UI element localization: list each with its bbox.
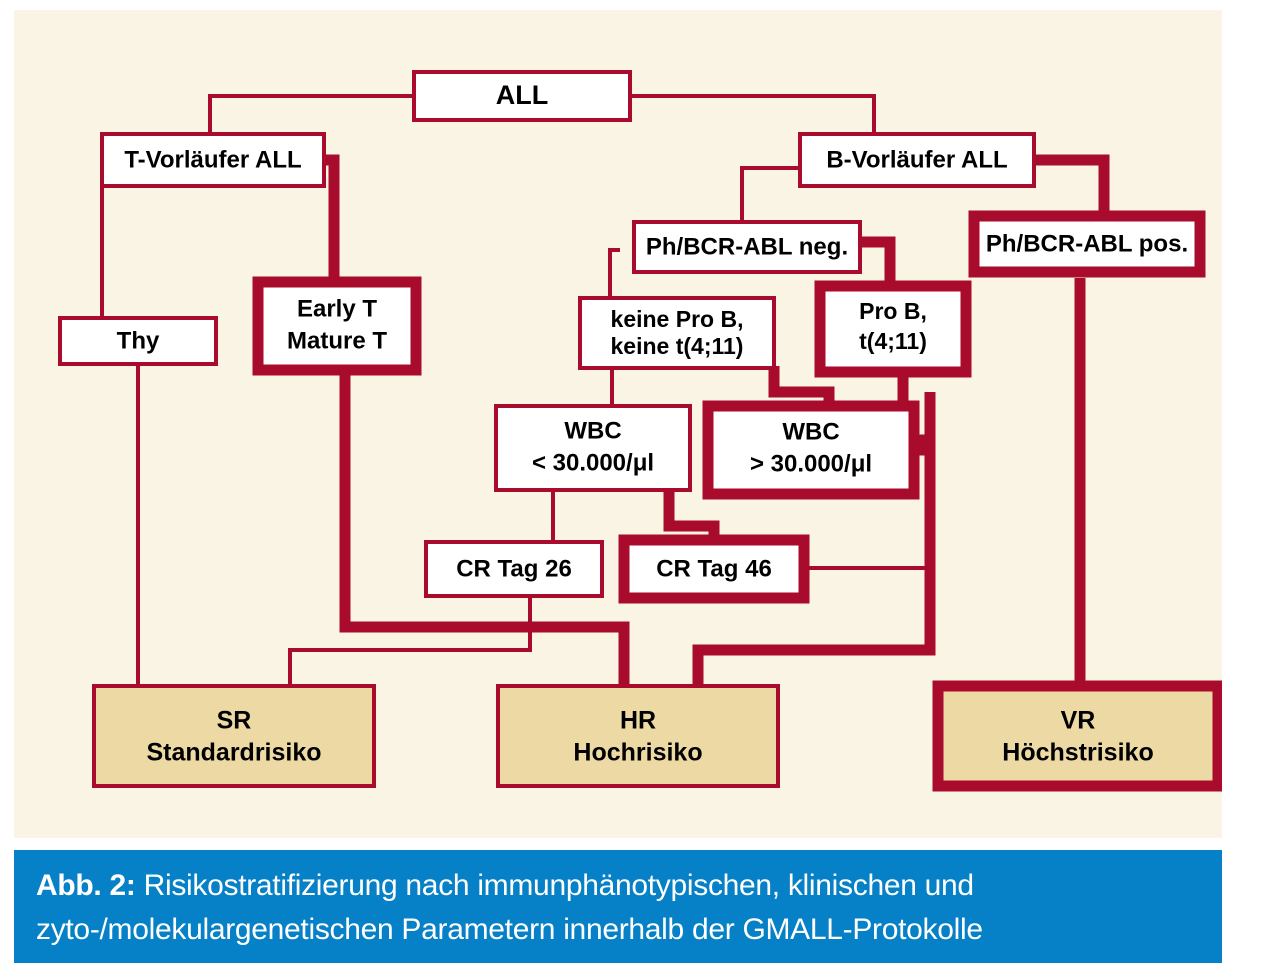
node-sr-box	[92, 684, 376, 788]
edge-all-to-t-precursor	[208, 94, 414, 134]
edge-ph-neg-to-pro-b	[860, 236, 896, 286]
node-early-mature-t-box	[252, 276, 422, 376]
node-cr-tag-46-label: CR Tag 46	[656, 555, 772, 582]
flowchart-panel: ALL T-Vorläufer ALL B-Vorläufer ALL Ph/B…	[14, 10, 1222, 838]
node-no-pro-b-line2: keine t(4;11)	[611, 333, 744, 359]
node-wbc-low[interactable]: WBC < 30.000/μl	[494, 404, 692, 492]
edge-right-bus-to-hr	[692, 392, 936, 686]
node-no-pro-b[interactable]: keine Pro B, keine t(4;11)	[578, 296, 776, 370]
node-mature-t-label: Mature T	[287, 327, 387, 354]
caption-line-1: Abb. 2: Risikostratifizierung nach immun…	[36, 864, 1200, 908]
node-wbc-low-line2: < 30.000/μl	[532, 449, 654, 476]
node-sr-code: SR	[217, 707, 252, 735]
edge-b-precursor-to-ph-neg	[740, 166, 814, 222]
node-t-precursor-box	[100, 132, 326, 188]
node-all-label: ALL	[496, 80, 548, 110]
node-wbc-low-line1: WBC	[564, 417, 621, 444]
node-all-box	[412, 70, 632, 122]
node-all[interactable]: ALL	[412, 70, 632, 122]
caption-text-line-1: Risikostratifizierung nach immunphänotyp…	[143, 869, 974, 902]
node-pro-b[interactable]: Pro B, t(4;11)	[814, 280, 972, 378]
node-sr[interactable]: SR Standardrisiko	[92, 684, 376, 788]
node-hr-box	[496, 684, 780, 788]
edge-no-pro-b-to-wbc-high	[768, 366, 835, 406]
node-ph-neg-box	[632, 220, 862, 274]
flowchart-svg: ALL T-Vorläufer ALL B-Vorläufer ALL Ph/B…	[58, 70, 1222, 792]
edge-b-precursor-to-ph-pos	[1034, 154, 1110, 216]
node-no-pro-b-box	[578, 296, 776, 370]
node-b-precursor-label: B-Vorläufer ALL	[826, 146, 1007, 173]
caption-line-2: zyto-/molekulargenetischen Parametern in…	[36, 913, 983, 946]
edge-ph-neg-to-no-pro-b	[608, 248, 620, 298]
node-pro-b-line1: Pro B,	[859, 298, 927, 324]
edge-early-mature-to-hr	[339, 370, 630, 686]
node-b-precursor[interactable]: B-Vorläufer ALL	[798, 132, 1036, 188]
node-pro-b-line2: t(4;11)	[859, 328, 927, 354]
caption-figure-number: Abb. 2:	[36, 869, 136, 902]
node-early-t-label: Early T	[297, 295, 377, 322]
edge-wbc-low-to-cr46	[663, 492, 720, 540]
edge-t-precursor-to-early-mature	[324, 154, 340, 282]
node-cr-tag-26[interactable]: CR Tag 26	[424, 540, 604, 598]
node-wbc-high-box	[702, 400, 920, 500]
node-b-precursor-box	[798, 132, 1036, 188]
node-vr-code: VR	[1061, 707, 1096, 735]
node-cr-tag-26-box	[424, 540, 604, 598]
node-ph-neg[interactable]: Ph/BCR-ABL neg.	[632, 220, 862, 274]
node-early-mature-t[interactable]: Early T Mature T	[252, 276, 422, 376]
node-t-precursor-label: T-Vorläufer ALL	[124, 146, 301, 173]
edge-cr26-to-sr	[288, 596, 532, 686]
node-wbc-high[interactable]: WBC > 30.000/μl	[702, 400, 920, 500]
node-ph-neg-label: Ph/BCR-ABL neg.	[646, 233, 848, 260]
node-no-pro-b-line1: keine Pro B,	[611, 306, 744, 332]
node-ph-pos-label: Ph/BCR-ABL pos.	[986, 230, 1188, 257]
edge-all-to-b-precursor	[630, 94, 876, 134]
connector-layer	[100, 94, 1110, 686]
node-thy[interactable]: Thy	[58, 316, 218, 366]
node-thy-box	[58, 316, 218, 366]
node-wbc-low-box	[494, 404, 692, 492]
node-pro-b-box	[814, 280, 972, 378]
node-t-precursor[interactable]: T-Vorläufer ALL	[100, 132, 326, 188]
node-vr-name: Höchstrisiko	[1002, 739, 1153, 767]
node-hr-code: HR	[620, 707, 656, 735]
node-sr-name: Standardrisiko	[146, 739, 321, 767]
node-cr-tag-26-label: CR Tag 26	[456, 555, 572, 582]
node-thy-label: Thy	[117, 327, 160, 354]
node-cr-tag-46-box	[618, 534, 810, 604]
node-ph-pos[interactable]: Ph/BCR-ABL pos.	[968, 210, 1206, 278]
node-hr-name: Hochrisiko	[573, 739, 702, 767]
node-cr-tag-46[interactable]: CR Tag 46	[618, 534, 810, 604]
node-wbc-high-line1: WBC	[782, 418, 839, 445]
node-hr[interactable]: HR Hochrisiko	[496, 684, 780, 788]
figure-caption-bar: Abb. 2: Risikostratifizierung nach immun…	[14, 850, 1222, 963]
node-vr-box	[932, 680, 1222, 792]
node-wbc-high-line2: > 30.000/μl	[750, 450, 872, 477]
node-ph-pos-box	[968, 210, 1206, 278]
node-vr[interactable]: VR Höchstrisiko	[932, 680, 1222, 792]
